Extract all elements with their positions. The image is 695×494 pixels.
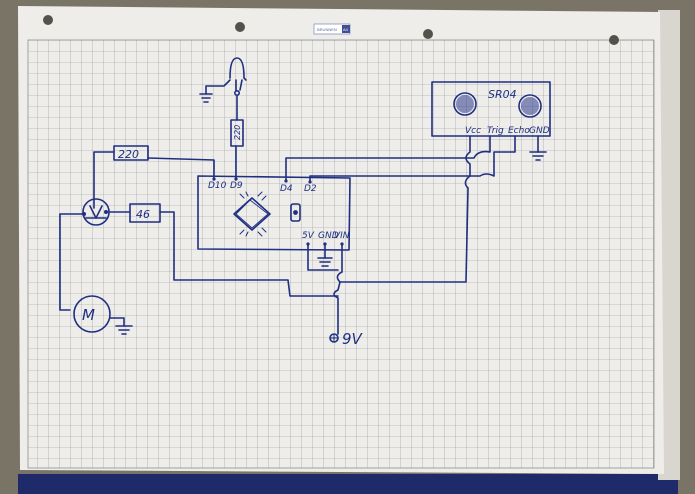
punch-holes (43, 15, 619, 45)
notebook-cover (18, 474, 678, 494)
punch-hole (235, 22, 245, 32)
pin-5v: 5V (302, 231, 315, 241)
resistor-mid-value: 46 (136, 208, 150, 221)
ultrasonic-sensor: SR04 Vcc Trig Echo GND (431, 81, 551, 137)
motor-label: M (82, 306, 95, 324)
power-wiring: 9V (307, 243, 364, 348)
punch-hole (423, 29, 433, 39)
supply-label: 9V (342, 330, 364, 348)
sensor-pin-echo: Echo (508, 126, 530, 136)
sensor-pin-gnd: GND (529, 126, 550, 136)
transistor (82, 198, 131, 226)
arduino-board: D10 D9 D4 D2 5V GND VIN (197, 175, 351, 251)
mid-resistor-branch: 46 (129, 203, 339, 297)
sensor-name: SR04 (488, 88, 517, 101)
brand-stamp-text: BRUNNEN (317, 27, 337, 32)
resistor-led-value: 220 (233, 125, 242, 140)
paper-below (658, 10, 680, 480)
pin-vin: VIN (334, 231, 350, 241)
led-branch: 220 (199, 57, 247, 181)
sensor-pin-vcc: Vcc (465, 126, 481, 136)
pin-d9: D9 (230, 181, 243, 191)
reset-button-sketch (290, 203, 301, 222)
motor: M (59, 213, 133, 335)
sensor-ground (529, 135, 547, 161)
microcontroller-chip (233, 191, 271, 237)
pin-d10: D10 (208, 181, 227, 191)
brand-stamp-code: A4 (343, 27, 349, 32)
pin-gnd: GND (318, 231, 339, 241)
pin-d4: D4 (280, 184, 293, 194)
sensor-wires (285, 135, 516, 283)
sensor-pin-trig: Trig (487, 126, 504, 136)
punch-hole (609, 35, 619, 45)
brand-stamp: BRUNNEN A4 (313, 23, 351, 35)
pin-d2: D2 (304, 184, 317, 194)
resistor-base-value: 220 (118, 148, 139, 161)
base-resistor-branch: 220 (93, 145, 215, 209)
pin-markers (212, 177, 344, 246)
punch-hole (43, 15, 53, 25)
